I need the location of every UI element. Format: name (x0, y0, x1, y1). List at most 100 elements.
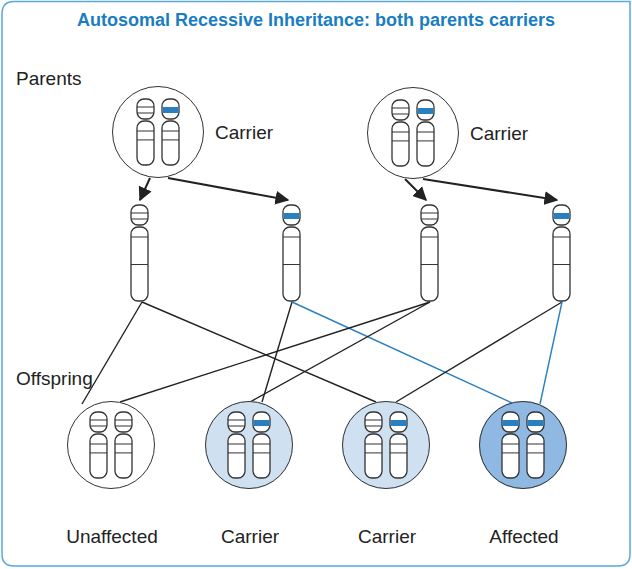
inheritance-line (120, 302, 430, 402)
chromosome-part (417, 122, 434, 166)
chromosome-part (392, 114, 409, 115)
chromosome-part (115, 412, 132, 432)
circle-fill (205, 401, 293, 489)
chromosome-part (502, 452, 519, 453)
chromosome (365, 412, 382, 478)
chromosome-part (90, 426, 107, 427)
chromosome-part (365, 452, 382, 453)
mutation-band (163, 107, 179, 113)
chromosome-part (392, 122, 409, 166)
chromosome-part (283, 205, 300, 225)
chromosome-part (115, 452, 132, 453)
chromosome-part (131, 227, 148, 301)
chromosome-part (115, 420, 132, 421)
genotype-circle: Carrier (342, 401, 430, 489)
circle-fill (67, 401, 155, 489)
chromosome-part (162, 131, 179, 132)
circle-fill (112, 86, 204, 178)
genotype-circle: Affected (479, 401, 567, 489)
chromosome-part (162, 139, 179, 140)
chromosome-part (131, 213, 148, 214)
chromosome (283, 205, 300, 301)
chromosome (527, 412, 544, 478)
chromosome-part (421, 237, 438, 238)
inheritance-line (168, 178, 288, 200)
chromosome-part (137, 121, 154, 165)
chromosome (390, 412, 407, 478)
circle-fill (367, 87, 459, 179)
chromosome-part (392, 100, 409, 120)
chromosome-part (162, 99, 179, 119)
inheritance-line (250, 302, 430, 402)
row-label: Offspring (16, 368, 93, 390)
chromosome-part (253, 412, 270, 432)
chromosome-part (253, 444, 270, 445)
chromosome-part (131, 219, 148, 220)
chromosome-part (131, 264, 148, 265)
chromosome-part (527, 444, 544, 445)
chromosome-part (390, 444, 407, 445)
chromosome-part (421, 264, 438, 265)
inheritance-line (140, 178, 150, 200)
chromosome-part (283, 237, 300, 238)
chromosome-part (228, 426, 245, 427)
mutation-band (528, 420, 544, 426)
genotype-circle: Carrier (367, 87, 459, 179)
chromosome-part (421, 227, 438, 301)
inheritance-line (396, 302, 562, 402)
chromosome-part (421, 205, 438, 225)
chromosome (421, 205, 438, 301)
chromosome-part (137, 139, 154, 140)
chromosome (162, 99, 179, 165)
chromosome-part (283, 264, 300, 265)
chromosome-part (115, 444, 132, 445)
chromosome-part (131, 205, 148, 225)
chromosome (137, 99, 154, 165)
chromosome-part (390, 412, 407, 432)
chromosome-part (553, 237, 570, 238)
chromosome-part (502, 444, 519, 445)
chromosome-part (228, 444, 245, 445)
chromosome-part (90, 434, 107, 478)
genotype-label: Carrier (221, 526, 279, 548)
chromosome-part (365, 420, 382, 421)
genotype-label: Unaffected (66, 526, 158, 548)
chromosome-part (90, 452, 107, 453)
chromosome-part (527, 434, 544, 478)
chromosome (417, 100, 434, 166)
diagram-title: Autosomal Recessive Inheritance: both pa… (60, 8, 572, 32)
chromosome-part (527, 412, 544, 432)
chromosome-part (392, 108, 409, 109)
chromosome-part (502, 412, 519, 432)
genotype-label: Carrier (470, 123, 528, 145)
mutation-band (284, 213, 300, 219)
chromosome-part (365, 412, 382, 432)
chromosome-part (553, 205, 570, 225)
chromosome-part (228, 420, 245, 421)
chromosome (502, 412, 519, 478)
chromosome (90, 412, 107, 478)
chromosome (392, 100, 409, 166)
chromosome-part (162, 121, 179, 165)
chromosome-part (417, 100, 434, 120)
chromosome-part (365, 426, 382, 427)
chromosome-part (137, 99, 154, 119)
circle-fill (479, 401, 567, 489)
chromosome-part (90, 444, 107, 445)
chromosome-part (137, 113, 154, 114)
chromosome-part (421, 213, 438, 214)
chromosome-part (90, 420, 107, 421)
chromosome (553, 205, 570, 301)
chromosome (253, 412, 270, 478)
genotype-circle: Carrier (112, 86, 204, 178)
chromosome-part (553, 227, 570, 301)
chromosome-part (392, 140, 409, 141)
chromosome-part (137, 131, 154, 132)
mutation-band (418, 108, 434, 114)
chromosome (115, 412, 132, 478)
inheritance-line (405, 179, 426, 200)
genotype-label: Carrier (215, 122, 273, 144)
mutation-band (254, 420, 270, 426)
